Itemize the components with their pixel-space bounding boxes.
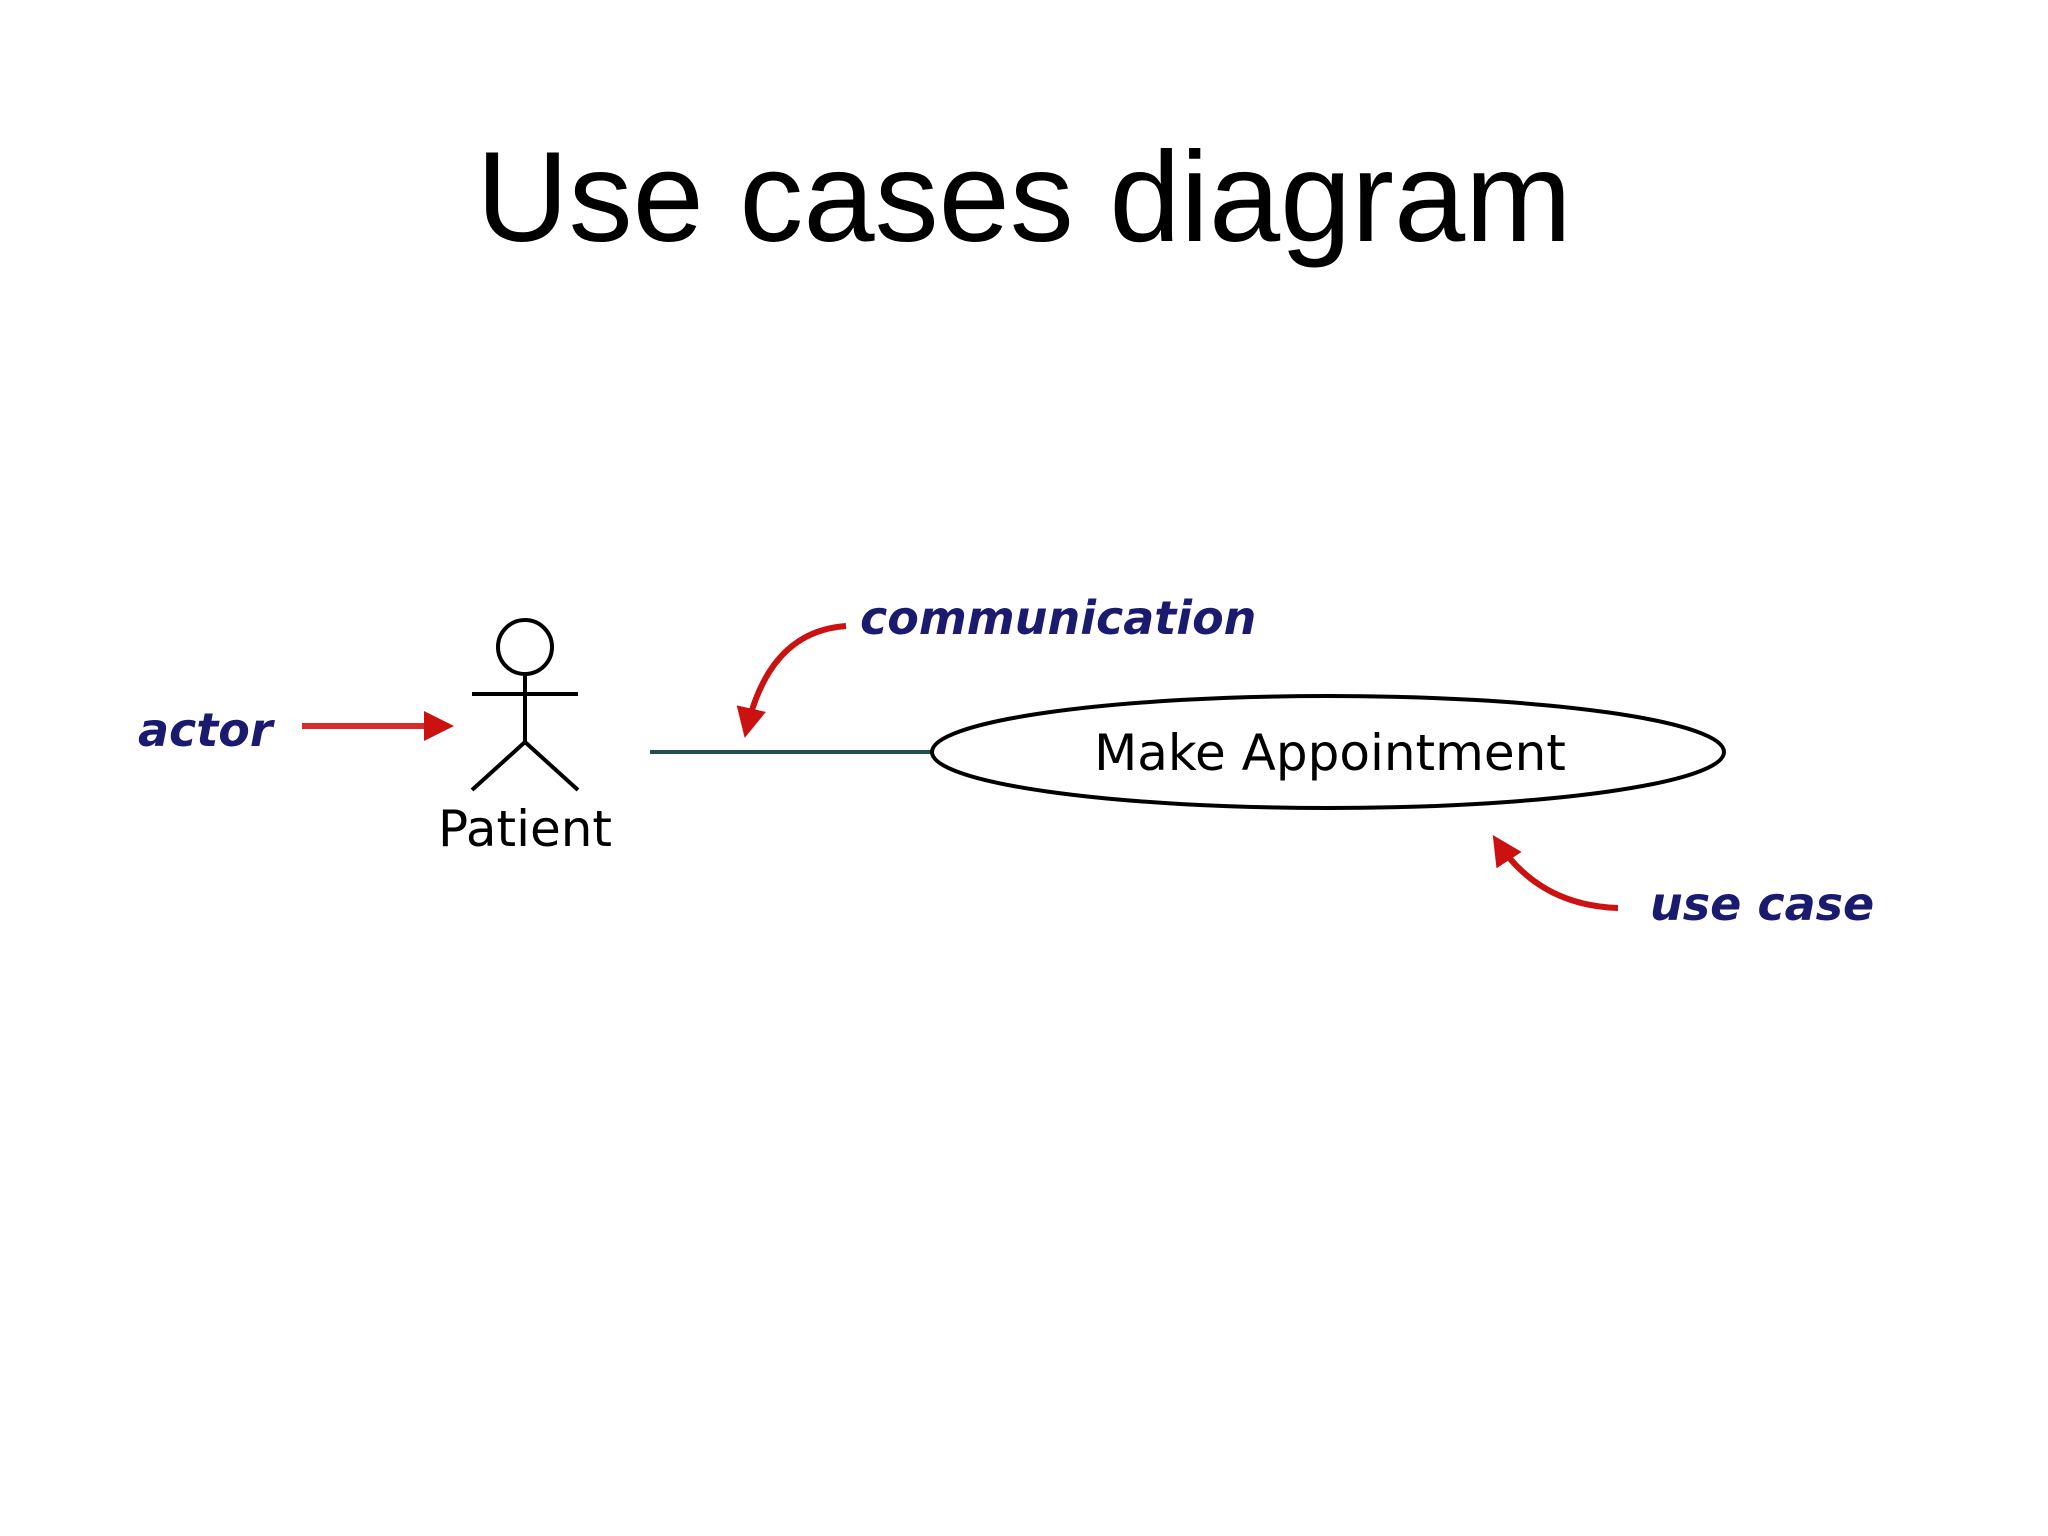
actor-annotation-label: actor bbox=[138, 703, 276, 757]
use-case-annotation-label: use case bbox=[1650, 877, 1874, 931]
use-case-ellipse bbox=[930, 694, 1726, 810]
communication-annotation-label: communication bbox=[860, 591, 1256, 645]
use-case-name: Make Appointment bbox=[1094, 724, 1566, 782]
actor-right-leg bbox=[523, 740, 580, 792]
communication-annotation-arrow bbox=[736, 623, 847, 738]
use-case-annotation-arrow bbox=[1492, 834, 1619, 911]
actor-name: Patient bbox=[438, 800, 612, 858]
actor-head bbox=[496, 618, 554, 676]
actor-stick-figure bbox=[470, 618, 580, 792]
actor-left-leg bbox=[470, 740, 527, 792]
slide-title: Use cases diagram bbox=[476, 126, 1572, 269]
